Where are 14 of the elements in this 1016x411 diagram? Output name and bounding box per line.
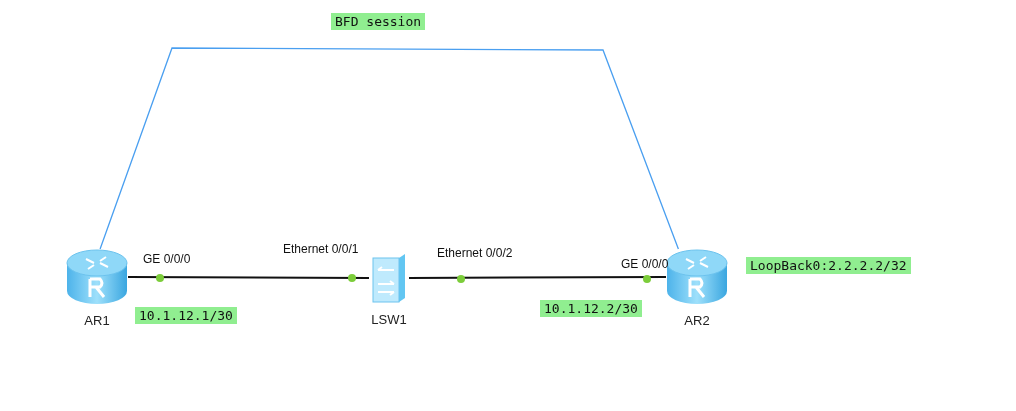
address-label: LoopBack0:2.2.2.2/32 [746, 257, 911, 274]
connector-line [408, 276, 667, 279]
interface-label: GE 0/0/0 [143, 252, 191, 266]
interface-label: GE 0/0/0 [621, 257, 669, 271]
edge-label: BFD session [331, 13, 426, 30]
device-label: LSW1 [371, 312, 407, 327]
interface-label: Ethernet 0/0/1 [283, 242, 359, 256]
connector-line [99, 47, 680, 250]
address-label: 10.1.12.1/30 [135, 307, 237, 324]
interface-label: Ethernet 0/0/2 [437, 246, 513, 260]
device-label: AR2 [684, 313, 710, 328]
device-label: AR1 [84, 313, 110, 328]
address-label: 10.1.12.2/30 [540, 300, 642, 317]
connector-line [127, 276, 370, 279]
